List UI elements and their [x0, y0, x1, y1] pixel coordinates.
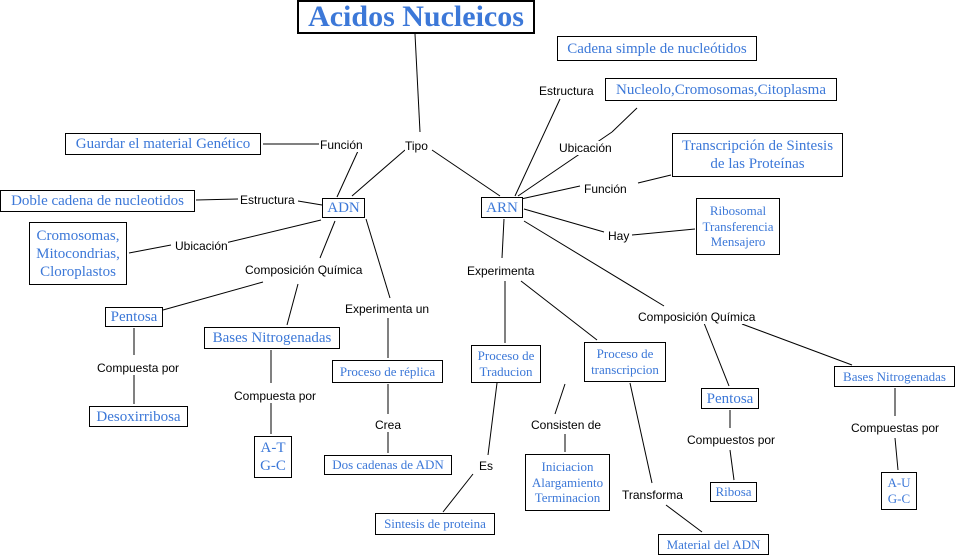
arn-par-2: G-C [887, 491, 911, 506]
node-adn-funcion: Guardar el material Genético [65, 133, 261, 155]
arn-etapa-1: Iniciacion [541, 459, 594, 475]
connector-line-28 [501, 218, 505, 259]
arn-tipo-2: Transferencia [702, 218, 774, 234]
label-adn-ubicacion: Ubicación [175, 239, 228, 253]
node-adn-desoxirribosa: Desoxirribosa [89, 406, 188, 427]
connector-line-25 [637, 174, 672, 184]
connector-line-31 [487, 382, 498, 456]
connector-line-37 [523, 220, 665, 307]
adn-ubicacion-line-1: Cromosomas, [36, 227, 120, 244]
node-arn-material: Material del ADN [658, 534, 769, 555]
node-arn-bases: Bases Nitrogenadas [834, 366, 955, 387]
label-adn-composicion: Composición Química [245, 263, 363, 277]
label-arn-transforma: Transforma [622, 488, 683, 502]
node-adn-bases-pares: A-T G-C [254, 436, 292, 478]
label-arn-ubicacion: Ubicación [559, 141, 612, 155]
node-adn-dos-cadenas: Dos cadenas de ADN [324, 455, 452, 475]
arn-tipo-1: Ribosomal [709, 203, 767, 219]
arn-tipo-3: Mensajero [710, 234, 766, 250]
node-arn-transcripcion: Proceso de transcripcion [584, 342, 666, 382]
arn-transcripcion-line-1: Proceso de [596, 346, 654, 362]
label-adn-funcion: Función [320, 138, 363, 152]
connector-line-17 [365, 218, 391, 299]
arn-traduccion-line-2: Traducion [479, 364, 533, 379]
label-arn-bases-compuestas: Compuestas por [851, 421, 940, 435]
connector-line-3 [431, 149, 501, 197]
adn-ubicacion-line-2: Mitocondrias, [36, 245, 120, 262]
arn-etapa-2: Alargamiento [531, 474, 604, 490]
node-arn-ubicacion: Nucleolo,Cromosomas,Citoplasma [605, 78, 837, 101]
node-title: Acidos Nucleicos [297, 0, 535, 34]
connector-line-33 [554, 383, 566, 415]
label-adn-pentosa-compuesta: Compuesta por [97, 361, 180, 375]
node-arn-tipos: Ribosomal Transferencia Mensajero [696, 198, 780, 255]
adn-par-1: A-T [260, 440, 286, 456]
label-arn-funcion: Función [584, 182, 627, 196]
connector-line-4 [336, 150, 359, 198]
arn-funcion-line-1: Transcripción de Sintesis [681, 138, 834, 154]
connector-line-23 [611, 107, 638, 133]
arn-traduccion-line-1: Proceso de [477, 348, 535, 364]
node-adn-replica: Proceso de réplica [332, 360, 443, 383]
node-arn-pentosa: Pentosa [701, 388, 759, 409]
label-arn-pentosa-compuestos: Compuestos por [687, 433, 776, 447]
node-adn-ubicacion: Cromosomas, Mitocondrias, Cloroplastos [29, 222, 127, 285]
label-adn-crea: Crea [375, 418, 402, 432]
label-arn-hay: Hay [608, 229, 630, 243]
connector-line-11 [162, 281, 264, 311]
label-adn-experimenta: Experimenta un [345, 302, 430, 316]
connector-line-32 [442, 473, 474, 513]
node-arn-etapas: Iniciacion Alargamiento Terminacion [525, 454, 610, 511]
connector-line-27 [631, 228, 696, 236]
node-adn-estructura: Doble cadena de nucleotidos [0, 190, 195, 212]
node-arn-sintesis: Sintesis de proteina [375, 513, 495, 535]
node-arn-funcion: Transcripción de Sintesis de las Proteín… [672, 133, 843, 177]
connector-line-24 [520, 185, 581, 200]
connector-line-36 [665, 504, 703, 533]
label-arn-composicion: Composición Química [638, 310, 756, 324]
arn-etapa-3: Terminacion [534, 490, 601, 506]
connector-line-2 [351, 149, 406, 197]
label-arn-consisten: Consisten de [531, 418, 602, 432]
connector-line-26 [523, 208, 605, 233]
label-arn-experimenta: Experimenta [467, 264, 535, 278]
connector-line-30 [520, 280, 598, 341]
connector-line-21 [514, 98, 561, 197]
arn-par-1: A-U [887, 475, 911, 491]
connector-line-6 [297, 200, 323, 206]
connector-line-39 [741, 323, 853, 366]
connector-line-7 [195, 198, 239, 201]
connector-line-14 [286, 283, 299, 326]
node-adn-pentosa: Pentosa [105, 307, 163, 327]
connector-line-9 [128, 244, 172, 254]
adn-par-2: G-C [260, 458, 286, 474]
adn-ubicacion-line-3: Cloroplastos [40, 263, 116, 280]
node-arn-bases-pares: A-U G-C [881, 472, 917, 510]
node-arn: ARN [481, 197, 523, 218]
connector-line-8 [220, 219, 322, 245]
node-adn-bases: Bases Nitrogenadas [204, 327, 340, 349]
label-arn-estructura: Estructura [539, 84, 594, 98]
arn-funcion-line-2: de las Proteínas [710, 156, 805, 172]
connector-line-43 [894, 437, 899, 471]
connector-line-41 [729, 449, 735, 481]
arn-transcripcion-line-2: transcripcion [591, 362, 659, 377]
label-tipo: Tipo [405, 139, 428, 153]
node-arn-ribosa: Ribosa [710, 482, 757, 502]
node-adn: ADN [322, 198, 365, 218]
connector-line-1 [414, 33, 421, 133]
connector-line-10 [319, 220, 336, 259]
node-arn-estructura: Cadena simple de nucleótidos [557, 36, 757, 61]
label-adn-bases-compuesta: Compuesta por [234, 389, 317, 403]
connector-line-35 [629, 382, 653, 484]
label-arn-es: Es [479, 459, 494, 473]
connector-line-38 [703, 322, 730, 387]
node-arn-traduccion: Proceso de Traducion [471, 345, 541, 383]
label-adn-estructura: Estructura [240, 193, 295, 207]
